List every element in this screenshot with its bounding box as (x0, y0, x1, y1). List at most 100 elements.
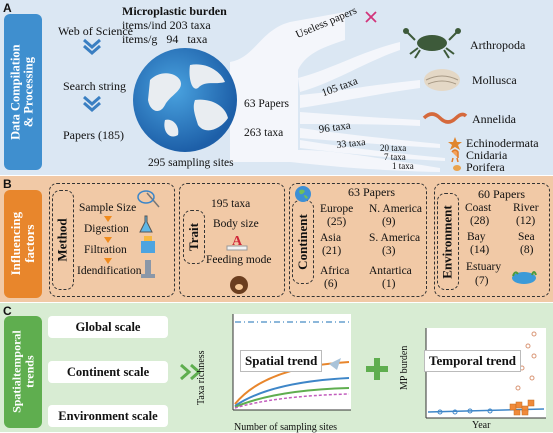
continent-box (289, 183, 427, 297)
mini-globe-icon (295, 186, 311, 202)
env-coast: Coast (465, 202, 492, 214)
mp-ind-label: items/ind 203 taxa (122, 18, 211, 32)
environment-label-box (437, 193, 459, 290)
continent-europe: Europe (320, 203, 354, 215)
continent-s-america-count: (3) (382, 245, 396, 257)
cnidaria-icon (451, 149, 459, 163)
trait-box (179, 183, 285, 297)
filter-icon (141, 236, 155, 253)
sankey-branch-cnidaria (300, 140, 445, 161)
x-mark-icon (365, 11, 377, 23)
global-scale-label: Global scale (48, 316, 168, 338)
taxon-cnidaria: Cnidaria (466, 148, 508, 162)
continent-africa: Africa (320, 265, 350, 277)
continent-europe-count: (25) (327, 216, 347, 228)
continent-papers: 63 Papers (348, 185, 395, 199)
tab-line-2: trends (22, 355, 37, 389)
taxon-annelida: Annelida (472, 112, 516, 126)
trait-icons: A (226, 234, 248, 294)
starfish-icon (448, 137, 462, 150)
taxon-porifera: Porifera (466, 160, 505, 174)
temporal-points-orange (509, 399, 535, 416)
continent-label: Continent (295, 214, 310, 270)
continent-scale-label: Continent scale (48, 361, 168, 383)
temporal-points-outliers (515, 331, 537, 391)
method-label-box (52, 190, 74, 290)
environment-scale-label: Environment scale (48, 405, 168, 427)
sampling-sites-label: 295 sampling sites (148, 157, 234, 169)
globe (133, 48, 237, 152)
trait-feeding-mode: Feeding mode (206, 254, 272, 266)
trait-body-size: Body size (213, 218, 259, 230)
papers-count-label: Papers (185) (63, 128, 124, 142)
data-compilation-tab: Data Compilation& Processing (4, 14, 42, 170)
tab-line-1: Spatialtemporal (9, 330, 24, 414)
taxa-7-label: 7 taxa (384, 152, 406, 162)
chevron-arrow-1 (83, 38, 101, 55)
temporal-xlabel: Year (472, 420, 491, 431)
env-sea: Sea (518, 231, 535, 243)
papers-63-label: 63 Papers (244, 98, 290, 110)
temporal-trend-chart (425, 328, 546, 419)
temporal-ylabel: MP burden (399, 345, 410, 390)
search-string-label: Search string (63, 79, 126, 93)
env-bay-count: (14) (470, 244, 490, 256)
env-coast-count: (28) (470, 215, 490, 227)
sankey-branch-arthropoda (298, 42, 400, 92)
pond-icon (512, 271, 537, 284)
trend-arrowhead (329, 358, 341, 370)
shell-icon (424, 69, 460, 91)
env-river: River (513, 202, 539, 214)
panel-a-letter: A (3, 1, 12, 15)
continent-n-america-count: (9) (382, 216, 396, 228)
env-estuary: Estuary (466, 261, 502, 273)
sankey-branch-echinodermata (300, 128, 440, 148)
worm-icon (422, 112, 468, 124)
continent-antartica: Antartica (369, 265, 412, 277)
env-sea-count: (8) (520, 244, 534, 256)
method-step-sample-size: Sample Size (79, 202, 137, 214)
env-river-count: (12) (516, 215, 536, 227)
crab-icon (403, 28, 461, 59)
panel-b (0, 176, 553, 302)
trait-taxa-count: 195 taxa (211, 198, 251, 210)
continent-africa-count: (6) (324, 278, 338, 290)
taxa-263-label: 263 taxa (244, 127, 284, 139)
sankey-branch-mollusca (300, 80, 420, 108)
down-arrow-icon (104, 216, 112, 264)
continent-asia: Asia (320, 232, 342, 244)
flask-icon (139, 215, 153, 233)
mouth-icon (230, 276, 248, 294)
panel-c-letter: C (3, 304, 12, 318)
mp-burden-title: Microplastic burden (122, 4, 227, 18)
flow-diagram (83, 11, 468, 172)
continent-antartica-count: (1) (382, 278, 396, 290)
taxa-1-label: 1 taxa (392, 161, 414, 171)
temporal-trend-title: Temporal trend (424, 350, 522, 372)
sankey-band (230, 12, 440, 172)
environment-curve-1 (234, 377, 350, 407)
chevron-arrow-2 (83, 95, 101, 112)
trait-label-box (183, 210, 205, 264)
spatial-ylabel: Taxa richness (196, 350, 207, 405)
panel-b-letter: B (3, 177, 12, 191)
double-chevron-icon (180, 363, 202, 381)
temporal-points-blue (437, 408, 493, 415)
method-box (49, 183, 175, 297)
source-label: Web of Science (58, 24, 133, 38)
sponge-icon (453, 165, 461, 171)
spatial-xlabel: Number of sampling sites (234, 422, 338, 433)
taxon-mollusca: Mollusca (472, 73, 517, 87)
continent-asia-count: (21) (322, 245, 342, 257)
microscope-icon (141, 260, 155, 278)
taxon-echinodermata: Echinodermata (466, 136, 539, 150)
method-step-digestion: Digestion (84, 223, 129, 235)
spatial-trend-title: Spatial trend (240, 350, 323, 372)
method-icons (104, 190, 160, 278)
net-icon (137, 190, 160, 208)
continent-s-america: S. America (369, 232, 421, 244)
taxa-20-label: 20 taxa (380, 143, 407, 153)
taxon-arthropoda: Arthropoda (470, 38, 526, 52)
